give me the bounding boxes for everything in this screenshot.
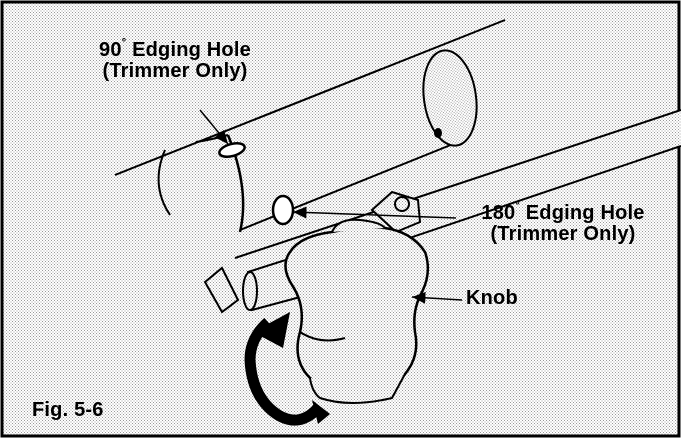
degree-symbol: ° xyxy=(121,37,127,49)
callout-180-number: 180 xyxy=(481,202,516,224)
upper-shaft xyxy=(114,19,506,233)
degree-symbol: ° xyxy=(515,200,520,212)
leader-180 xyxy=(292,206,457,219)
leader-90 xyxy=(199,109,229,145)
figure-label: Fig. 5-6 xyxy=(32,399,104,421)
callout-90-number: 90 xyxy=(99,39,122,61)
leader-knob xyxy=(411,291,463,304)
callout-knob: Knob xyxy=(466,287,518,309)
curved-arrow-icon xyxy=(244,312,330,426)
callout-180-edging-hole: 180° Edging Hole (Trimmer Only) xyxy=(452,200,674,245)
edging-hole-90 xyxy=(218,142,246,158)
edging-hole-180 xyxy=(271,194,295,226)
knob xyxy=(284,218,430,404)
callout-90-note: (Trimmer Only) xyxy=(102,60,248,82)
callout-90-title: Edging Hole xyxy=(126,39,251,61)
callout-90-edging-hole: 90° Edging Hole (Trimmer Only) xyxy=(70,37,280,82)
callout-180-title: Edging Hole xyxy=(519,202,645,224)
callout-180-note: (Trimmer Only) xyxy=(490,223,636,245)
